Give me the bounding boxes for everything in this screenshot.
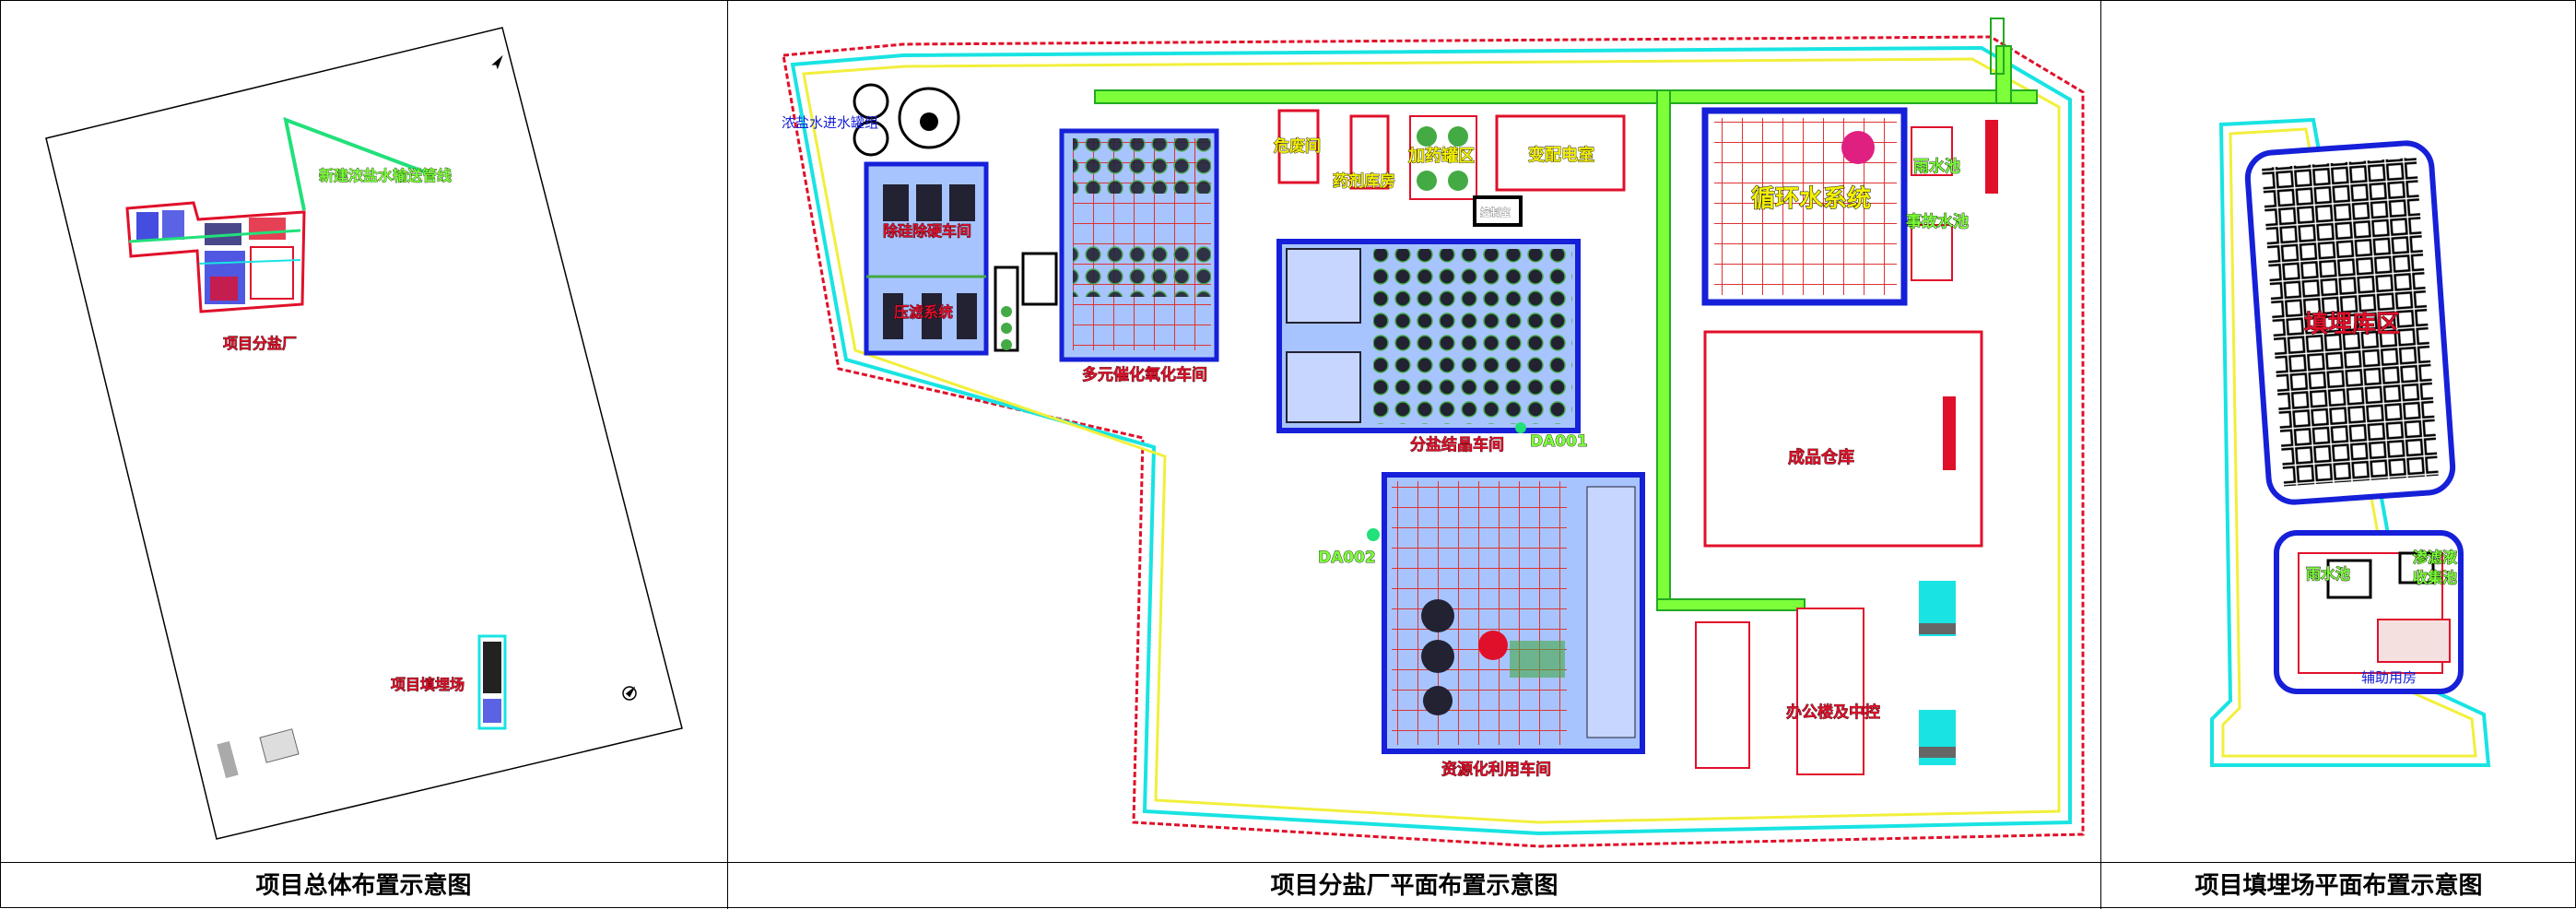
caption-landfill: 项目填埋场平面布置示意图: [2194, 872, 2483, 900]
label-leachate-1: 渗滤液: [2413, 549, 2458, 566]
panel-overall-layout: 新建浓盐水输送管线 项目分盐厂 项目填埋场: [0, 0, 728, 862]
panel-salt-plant: 浓盐水进水罐组 除硅除硬车间 压滤系统 多元催化氧化车间 危废间 药剂库房 加药…: [728, 0, 2101, 862]
label-dosing: 加药罐区: [1407, 146, 1475, 166]
caption-salt-plant: 项目分盐厂平面布置示意图: [728, 863, 2101, 909]
caption-row: 项目总体布置示意图 项目分盐厂平面布置示意图 项目填埋场平面布置示意图: [0, 862, 2576, 909]
label-hazwaste: 危废间: [1273, 136, 1321, 156]
label-substation: 变配电室: [1528, 145, 1594, 165]
office-building: [1796, 608, 1864, 775]
label-softening: 除硅除硬车间: [883, 222, 971, 240]
label-rain-pool: 雨水池: [1913, 157, 1960, 176]
compass-icon: [622, 686, 637, 701]
label-cooling: 循环水系统: [1751, 184, 1871, 213]
label-landfill: 项目填埋场: [391, 676, 465, 693]
label-pipeline: 新建浓盐水输送管线: [319, 167, 452, 184]
brine-pipeline: [283, 116, 434, 211]
landfill-drawing: 填埋库区 雨水池 渗滤液 收集池 辅助用房: [2210, 117, 2491, 767]
label-control: 控制室: [1480, 206, 1511, 218]
label-filter: 压滤系统: [894, 303, 953, 321]
label-landfill-zone: 填埋库区: [2304, 311, 2400, 338]
label-brine-tanks: 浓盐水进水罐组: [782, 114, 878, 131]
label-aux-room: 辅助用房: [2361, 669, 2417, 686]
label-chem-store: 药剂库房: [1333, 171, 1395, 191]
label-da002: DA002: [1318, 549, 1376, 567]
emission-point-da001: [1515, 422, 1526, 433]
label-office: 办公楼及中控: [1786, 702, 1880, 722]
panel-landfill: 填埋库区 雨水池 渗滤液 收集池 辅助用房: [2101, 0, 2576, 862]
plant-labels: 浓盐水进水罐组 除硅除硬车间 压滤系统 多元催化氧化车间 危废间 药剂库房 加药…: [782, 114, 1969, 779]
label-catalytic: 多元催化氧化车间: [1082, 365, 1207, 384]
product-warehouse: [1703, 330, 1983, 548]
overall-layout-drawing: 新建浓盐水输送管线 项目分盐厂 项目填埋场: [45, 27, 683, 840]
brine-tank-group: [853, 83, 960, 157]
label-landfill-rain-pool: 雨水池: [2306, 565, 2350, 583]
landfill-mini: [477, 634, 507, 730]
caption-overall: 项目总体布置示意图: [0, 863, 728, 909]
label-crystallization: 分盐结晶车间: [1410, 435, 1504, 454]
salt-plant-mini: [125, 201, 306, 313]
north-arrow-icon: [491, 54, 503, 70]
site-boundary: [45, 27, 683, 840]
misc-structures: [217, 728, 300, 779]
emission-point-da002: [1367, 528, 1380, 541]
pipe-rack: [1094, 89, 2038, 104]
label-da001: DA001: [1530, 432, 1588, 451]
label-accident-pool: 事故水池: [1906, 212, 1969, 231]
label-leachate-2: 收集池: [2413, 569, 2457, 586]
label-resource: 资源化利用车间: [1441, 760, 1551, 779]
utility-buildings: [1277, 109, 1626, 227]
salt-plant-drawing: 浓盐水进水罐组 除硅除硬车间 压滤系统 多元催化氧化车间 危废间 药剂库房 加药…: [782, 18, 2085, 848]
label-product-store: 成品仓库: [1788, 447, 1854, 467]
label-salt-plant: 项目分盐厂: [223, 335, 297, 352]
